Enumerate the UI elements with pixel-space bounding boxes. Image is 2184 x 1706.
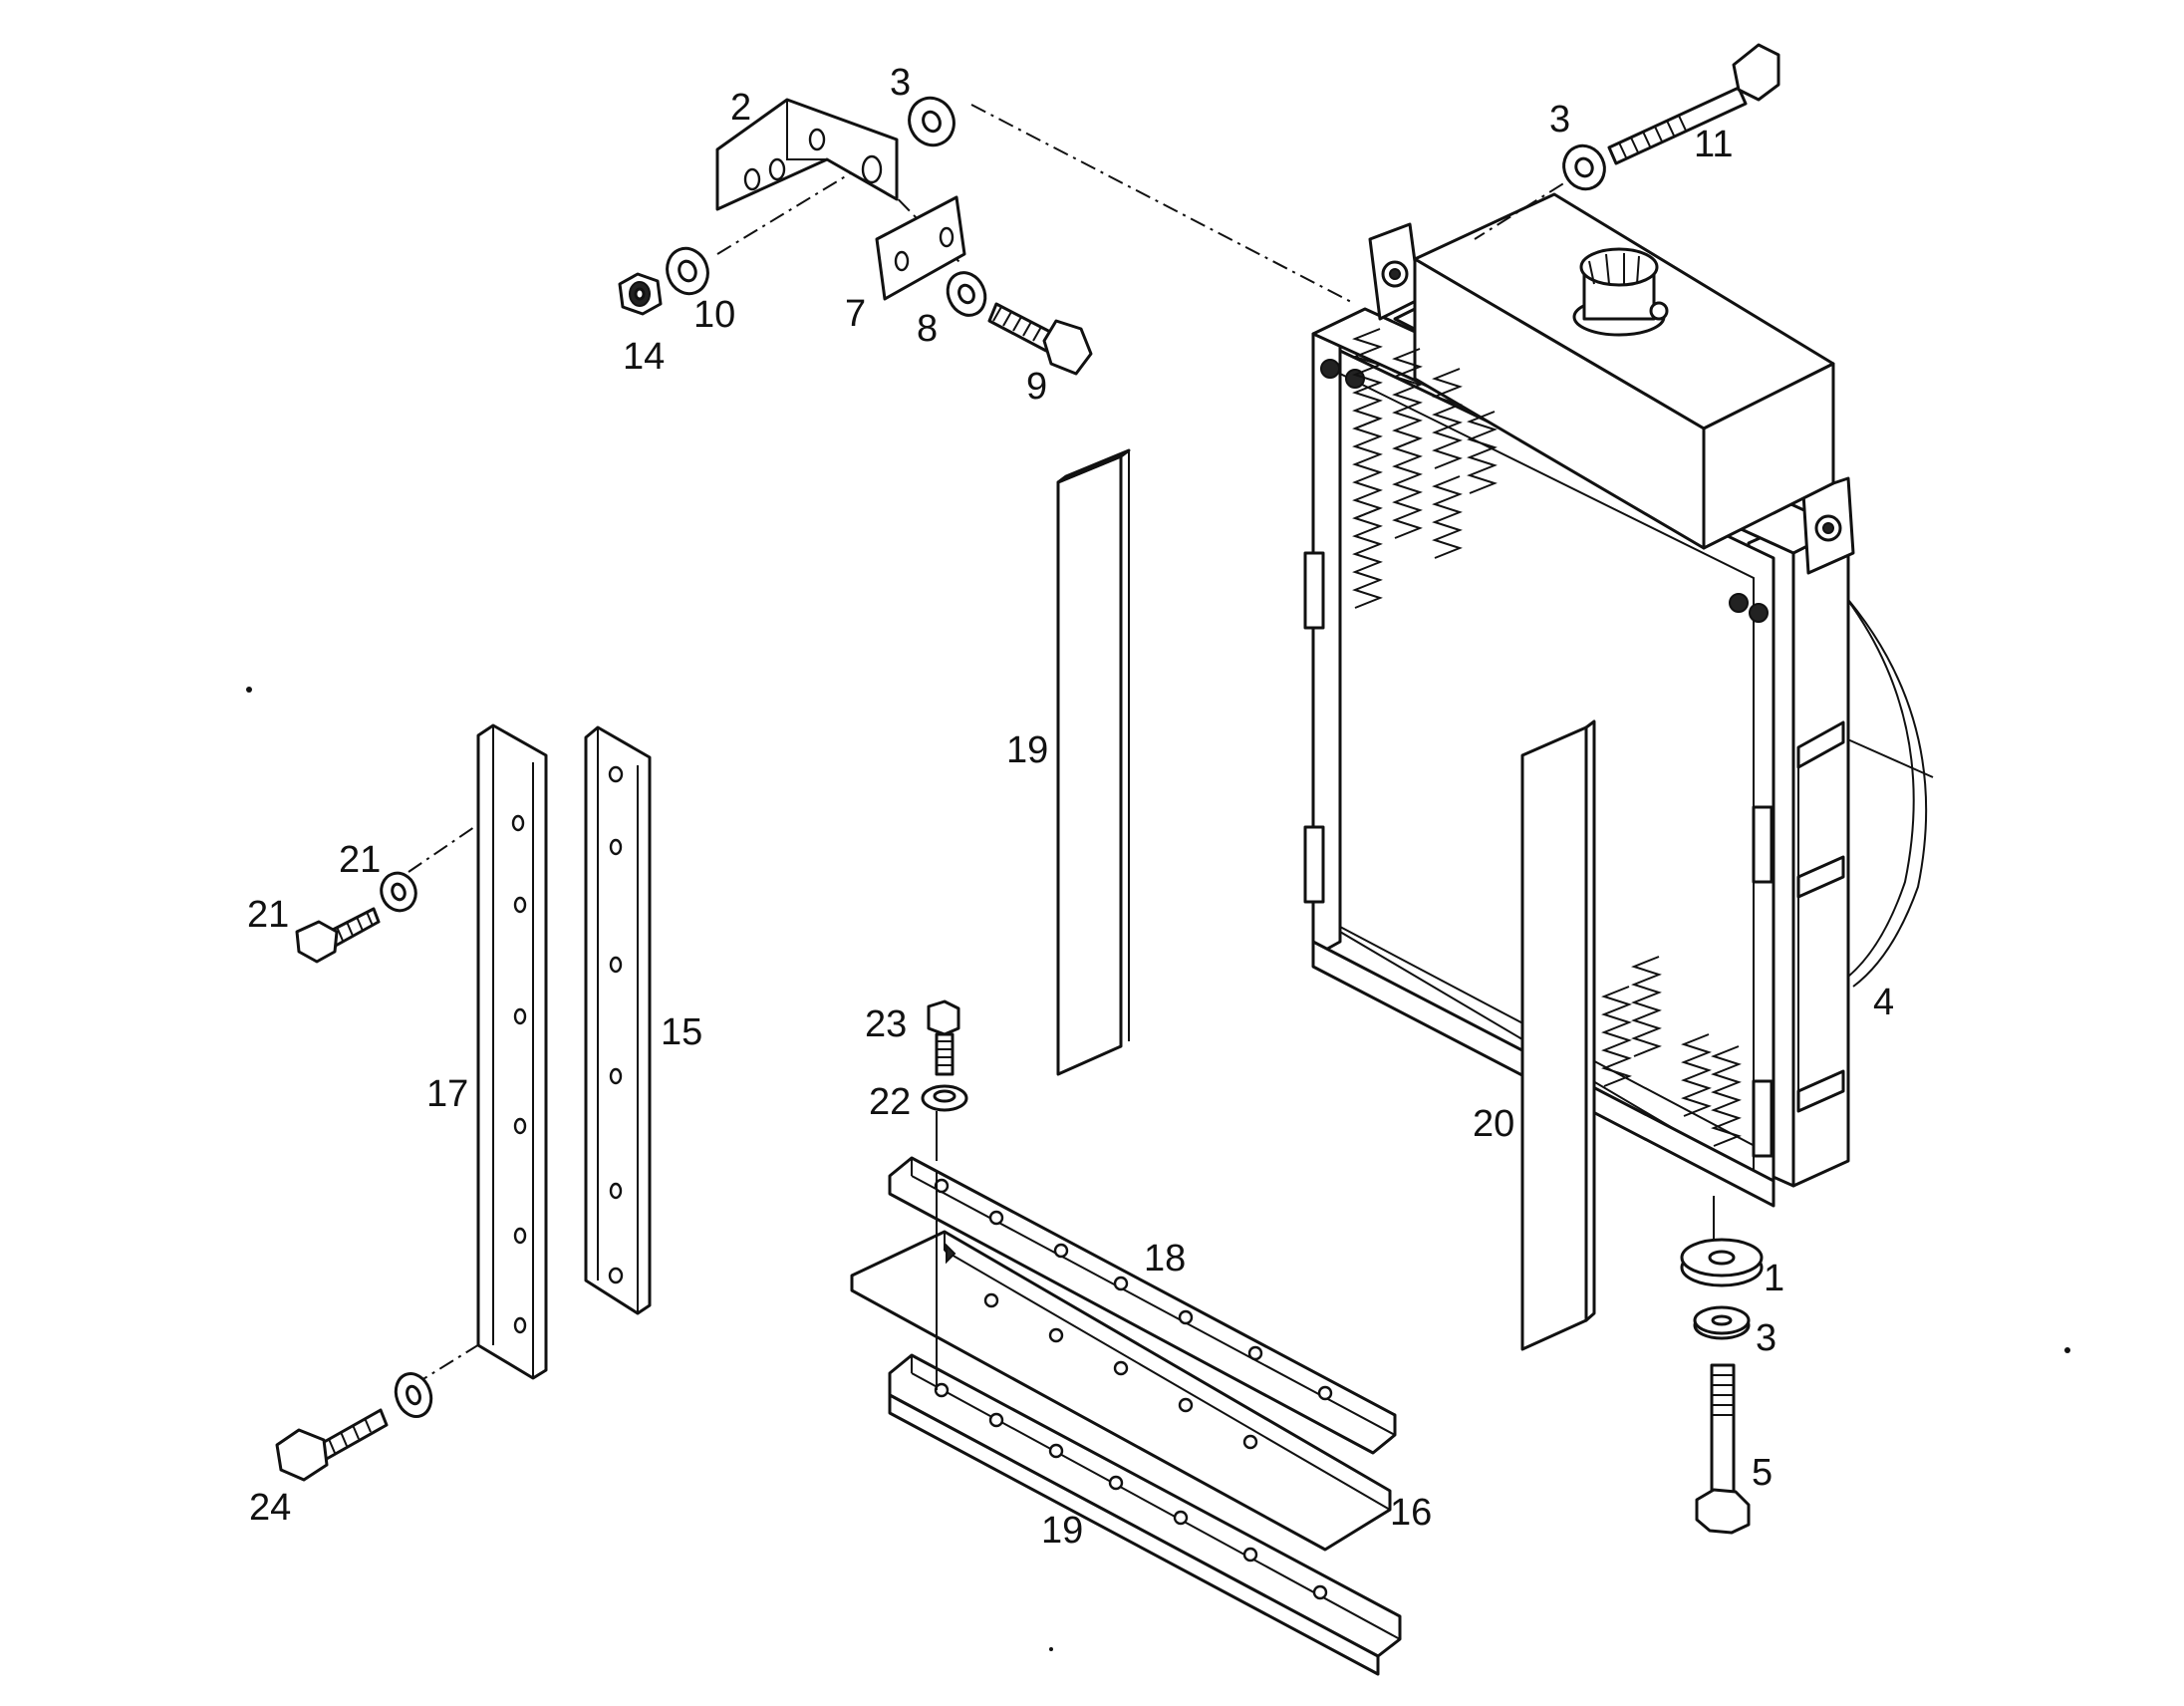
fins-upper [1352,328,1498,609]
label-part-3c: 3 [1756,1317,1776,1359]
label-part-21b: 22 [869,1081,911,1123]
label-part-1: 1 [1764,1258,1784,1299]
label-part-15: 16 [1390,1492,1432,1534]
strip-16 [476,723,548,1380]
washer-3c [1693,1305,1751,1340]
label-part-2: 2 [730,87,751,129]
bolt-20 [295,907,381,964]
label-part-19a: 19 [1006,729,1048,771]
label-part-6: 7 [845,293,866,335]
part-2-angle-bracket [715,98,899,211]
part-6-plate [875,195,966,301]
label-part-9: 10 [693,294,735,336]
part-labels: 2 3 3 11 10 14 7 8 9 19 20 4 21 21 15 17… [247,62,1894,1552]
washer-9 [666,246,709,296]
washer-7 [946,271,987,317]
label-part-3a: 3 [890,62,911,104]
washer-21a [380,871,417,913]
label-part-11: 14 [623,336,665,378]
label-part-3b: 3 [1549,99,1570,141]
bolt-8 [987,302,1093,376]
nut-11 [618,272,663,316]
label-part-21a: 21 [339,839,381,881]
washer-1 [1680,1238,1764,1287]
strip-14 [584,725,652,1315]
label-part-8: 9 [1026,366,1047,408]
label-part-14: 15 [661,1011,702,1053]
label-part-22: 23 [865,1003,907,1045]
seal-strip-19-right [1520,719,1596,1351]
strip-17 [888,1156,1397,1455]
label-part-18: 19 [1041,1510,1083,1552]
label-part-10: 11 [1694,124,1733,165]
label-part-23: 24 [249,1487,291,1529]
bolt-22 [927,999,960,1076]
label-part-17: 18 [1144,1238,1186,1280]
washer-21b [921,1084,968,1112]
washer-3b [1562,143,1606,191]
label-part-7: 8 [917,308,938,350]
bolt-5 [1695,1363,1751,1535]
seal-strip-19-left [1056,448,1131,1076]
bolt-10 [1607,43,1780,165]
label-part-4: 4 [1873,982,1894,1023]
washer-3a [908,96,956,147]
washer-24 [394,1372,433,1418]
strip-18 [888,1353,1402,1676]
label-part-16: 17 [426,1073,468,1115]
radiator-assembly [1303,192,1934,1208]
label-part-19b: 20 [1473,1103,1514,1145]
fins-lower [1601,956,1742,1147]
label-part-5: 5 [1752,1452,1773,1494]
strip-15 [850,1230,1392,1552]
bolt-23 [275,1408,389,1482]
label-part-20: 21 [247,894,289,936]
